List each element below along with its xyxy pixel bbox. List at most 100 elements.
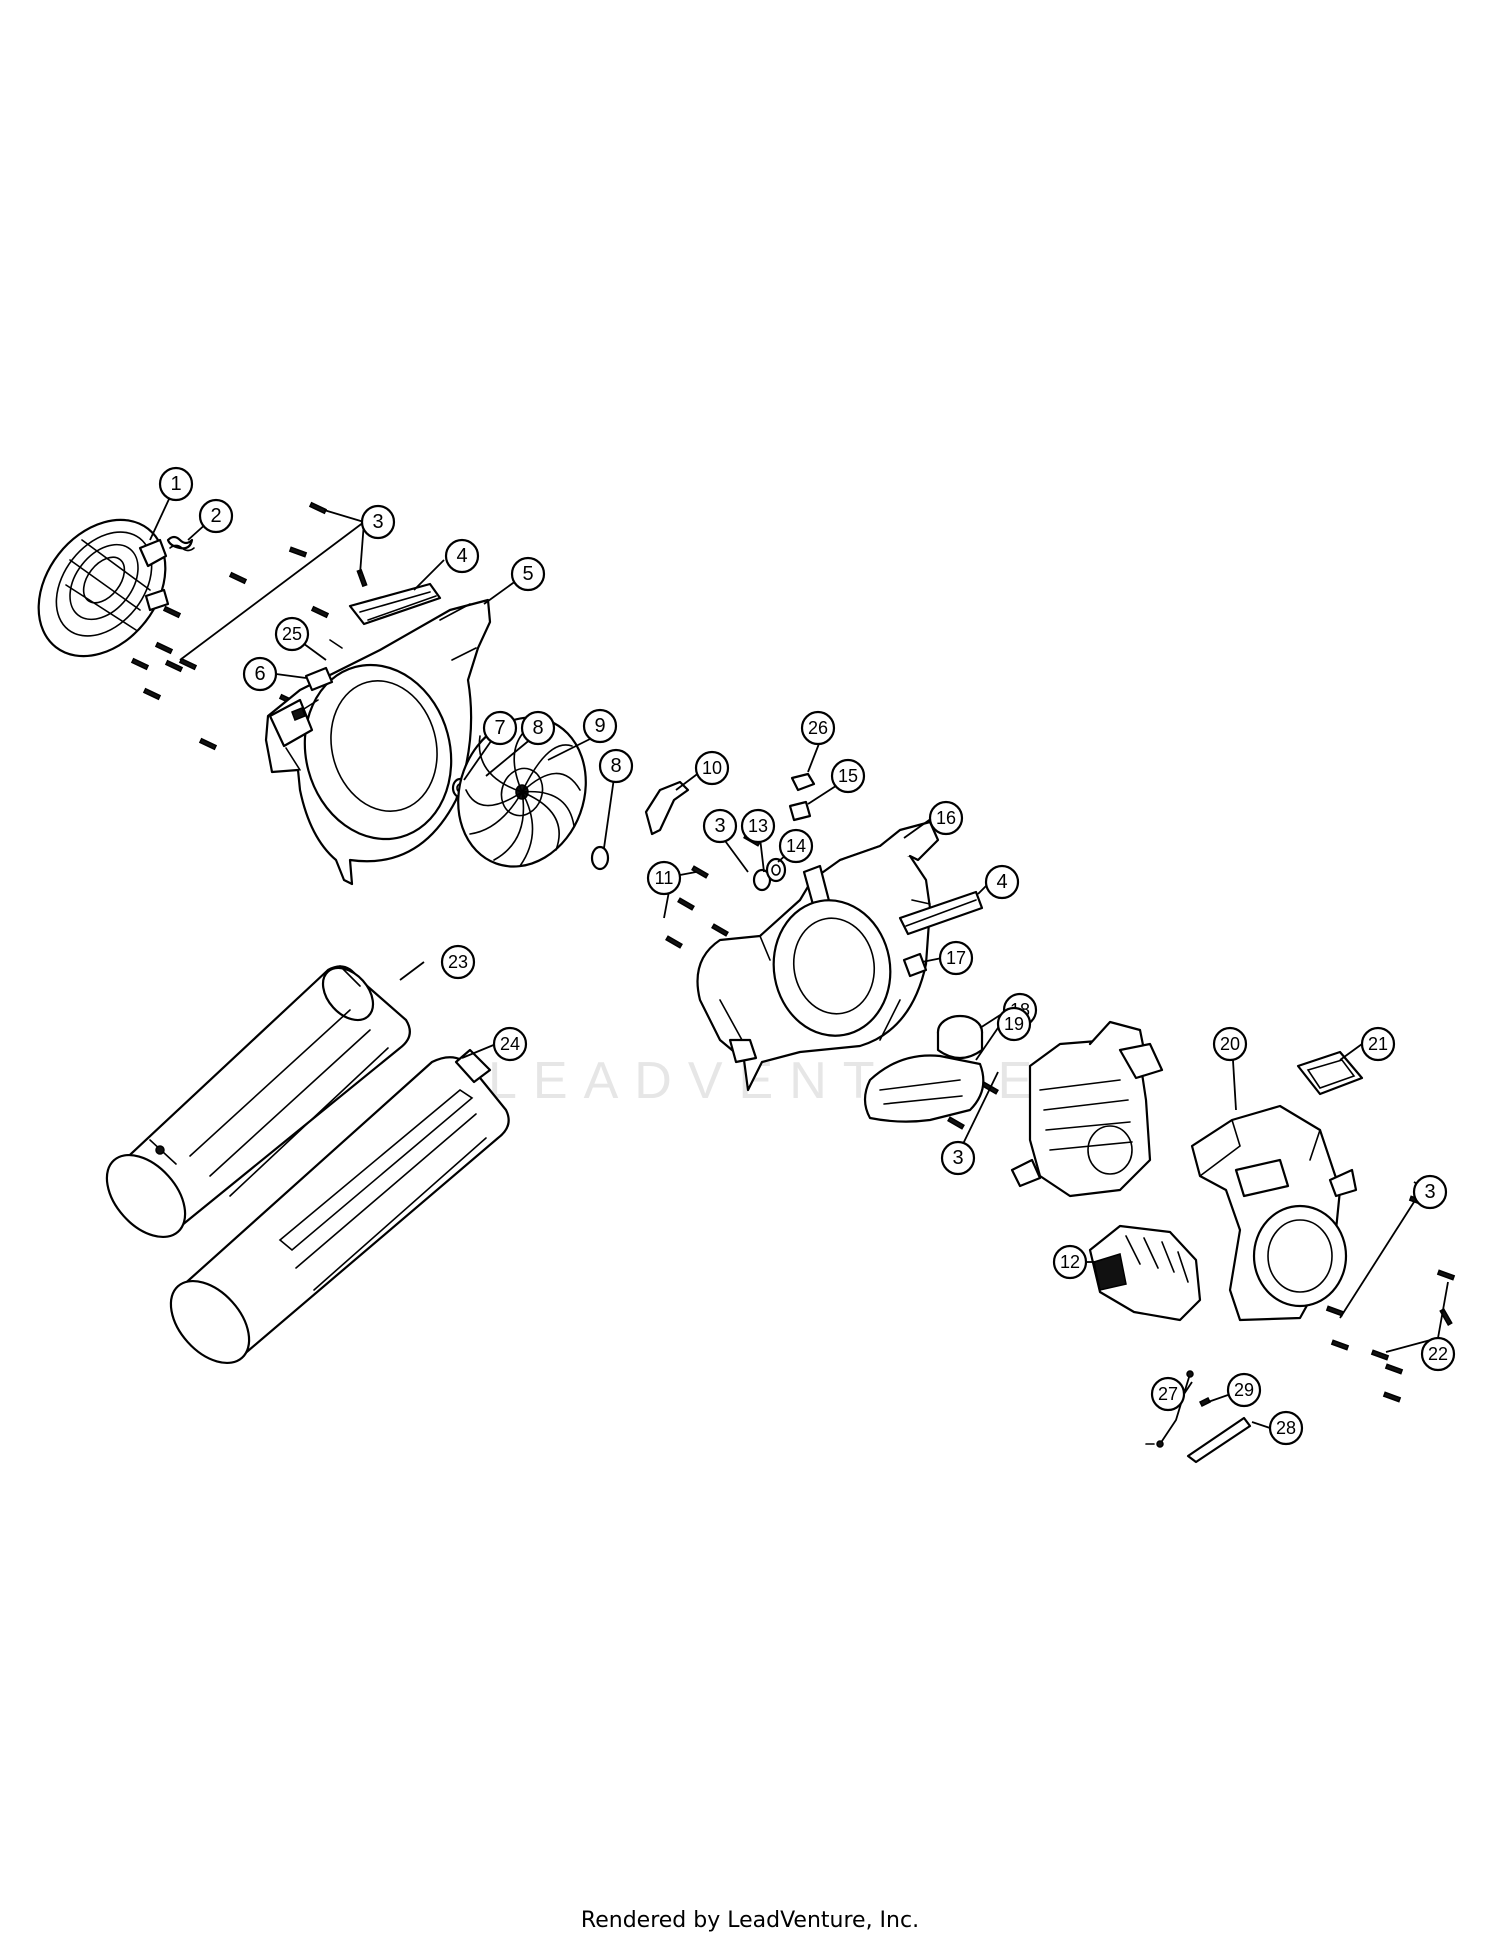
callout-10: 10 [694,750,730,786]
callout-17: 17 [938,940,974,976]
part-filter-cover [1296,1050,1364,1096]
screw [691,865,709,879]
part-engine-shroud [1088,1224,1202,1322]
part-nozzle-tube [169,1048,510,1365]
svg-text:27: 27 [1158,1384,1178,1404]
part-throttle-cable [1145,1370,1194,1448]
svg-text:3: 3 [714,815,725,837]
callout-16: 16 [928,800,964,836]
callout-21: 21 [1360,1026,1396,1062]
callout-20: 20 [1212,1026,1248,1062]
svg-text:3: 3 [1424,1181,1435,1203]
screw [162,605,182,619]
callout-13: 13 [740,808,776,844]
screw [1370,1349,1390,1361]
part-fuel-tank [863,1014,985,1123]
svg-text:14: 14 [786,836,806,856]
part-engine [1010,1020,1164,1198]
svg-text:3: 3 [952,1147,963,1169]
screw [1382,1391,1402,1403]
svg-text:8: 8 [532,717,543,739]
svg-text:19: 19 [1004,1014,1024,1034]
screw [1330,1339,1350,1351]
part-bushing-13 [752,868,772,892]
svg-text:7: 7 [494,717,505,739]
screw [308,501,328,515]
screw [1384,1363,1404,1375]
part-latch [304,639,343,692]
part-blower-housing-main [696,820,940,1092]
callout-19: 19 [996,1006,1032,1042]
part-starter-cover [37,518,170,658]
svg-text:2: 2 [210,505,221,527]
screw [198,737,218,751]
part-clip [902,952,928,978]
part-throttle-trigger [644,780,690,836]
svg-text:13: 13 [748,816,768,836]
svg-text:1: 1 [170,473,181,495]
svg-text:9: 9 [594,715,605,737]
callout-8b: 8 [598,748,634,784]
callout-23: 23 [440,944,476,980]
screw [947,1116,965,1130]
screw [677,897,695,911]
callout-28: 28 [1268,1410,1304,1446]
screw [228,571,248,585]
callout-3d: 3 [1412,1174,1448,1210]
callout-2: 2 [198,498,234,534]
svg-text:22: 22 [1428,1344,1448,1364]
svg-text:16: 16 [936,808,956,828]
part-rear-housing [1190,1104,1358,1322]
callout-14: 14 [778,828,814,864]
callout-15: 15 [830,758,866,794]
screw [178,657,198,671]
screw [164,659,184,673]
callouts: 1 2 3 3 4 5 25 6 7 8 9 8 10 26 15 3 13 1… [158,466,1456,1446]
svg-text:6: 6 [254,663,265,685]
callout-11: 11 [646,860,682,896]
svg-text:20: 20 [1220,1034,1240,1054]
part-blower-housing-left [264,598,492,886]
part-blower-tube [105,965,411,1239]
part-washer-right [590,845,610,871]
callout-3c: 3 [702,808,738,844]
svg-text:11: 11 [655,868,674,888]
part-handle-grip-upper [348,582,442,626]
callout-6: 6 [242,656,278,692]
part-bushing-14 [765,857,787,883]
callout-24: 24 [492,1026,528,1062]
svg-text:8: 8 [610,755,621,777]
svg-text:12: 12 [1060,1252,1080,1272]
callout-4b: 4 [984,864,1020,900]
screw [130,657,150,671]
svg-text:4: 4 [456,545,467,567]
svg-text:17: 17 [946,948,966,968]
screw [356,568,368,588]
part-spring [166,535,195,552]
svg-text:21: 21 [1368,1034,1388,1054]
screw [310,605,330,619]
svg-text:24: 24 [500,1034,520,1054]
callout-4: 4 [444,538,480,574]
callout-22: 22 [1420,1336,1456,1372]
callout-27: 27 [1150,1376,1186,1412]
svg-text:28: 28 [1276,1418,1296,1438]
screw [154,641,174,655]
callout-9: 9 [582,708,618,744]
part-handle-grip-lower [898,890,984,936]
screw [1325,1305,1345,1317]
callout-29: 29 [1226,1372,1262,1408]
svg-text:26: 26 [808,718,828,738]
callout-26: 26 [800,710,836,746]
screw [665,935,683,949]
callout-25: 25 [274,616,310,652]
part-impeller [457,716,587,868]
callout-12: 12 [1052,1244,1088,1280]
svg-text:25: 25 [282,624,302,644]
screw [1436,1269,1456,1281]
screw [711,923,729,937]
screw [288,546,308,558]
callout-3: 3 [360,504,396,540]
callout-1: 1 [158,466,194,502]
